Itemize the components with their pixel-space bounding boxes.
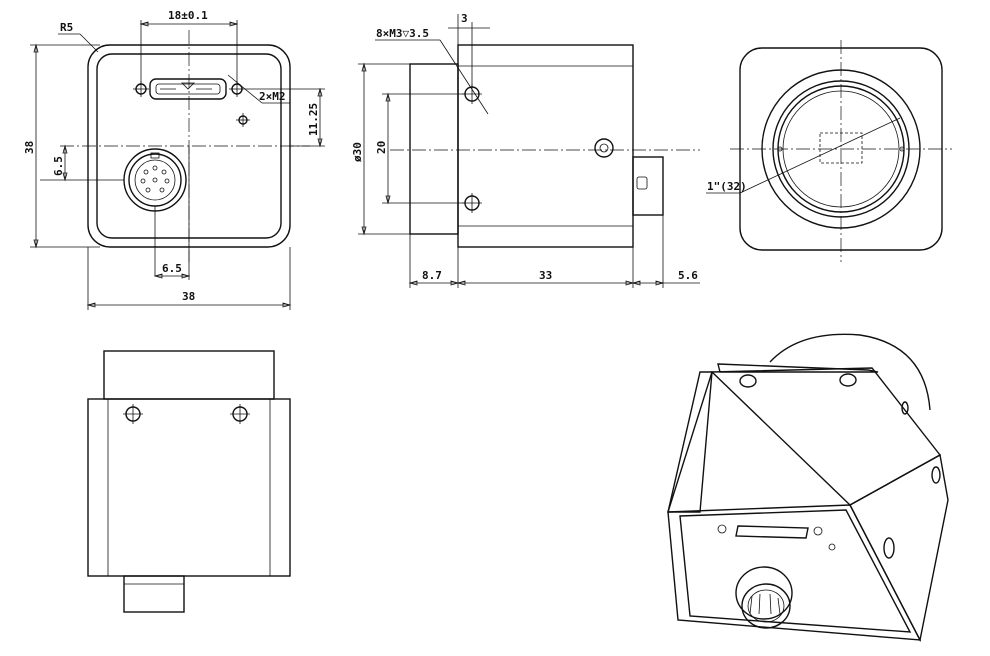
iso-usb-port (735, 525, 809, 539)
dim-hole-pitch: 20 (375, 141, 388, 154)
dim-connector-length: 5.6 (678, 269, 698, 282)
isometric-view (667, 333, 949, 643)
side-body (457, 44, 634, 248)
top-body (87, 398, 291, 577)
top-hole-left (123, 404, 143, 424)
side-view: 3 8×M3▽3.5 ø30 20 8.7 33 5.6 (351, 12, 700, 288)
top-view (87, 350, 291, 613)
dim-sensor-format: 1"(32) (707, 180, 747, 193)
top-flange (103, 350, 275, 400)
front-view: 1"(32) (706, 40, 952, 262)
usb-port (149, 78, 227, 100)
top-connector (123, 575, 185, 613)
usb-logo-mark (181, 82, 195, 90)
top-hole-right (230, 404, 250, 424)
iso-lens-barrel (769, 333, 931, 411)
dim-top-holes: 8×M3▽3.5 (376, 27, 429, 40)
iso-front-face (667, 504, 922, 641)
dim-front-height: 38 (23, 141, 36, 154)
iso-top-hole-left (739, 374, 757, 388)
dim-corner-radius: R5 (60, 21, 73, 34)
iso-top-face (710, 367, 942, 506)
dim-hole-spacing: 18±0.1 (168, 9, 208, 22)
dim-front-width: 38 (182, 290, 195, 303)
dim-connector-v-offset: 6.5 (52, 156, 65, 176)
iso-right-face (849, 453, 949, 643)
dim-connector-h-offset: 6.5 (162, 262, 182, 275)
iso-top-hole-right (839, 373, 857, 387)
dim-body-length: 33 (539, 269, 552, 282)
iso-side-screw (883, 537, 895, 559)
back-mount-hole-small (236, 113, 250, 127)
dim-mount-holes: 2×M2 (259, 90, 286, 103)
dim-hole-edge: 3 (461, 12, 468, 25)
dim-hole-offset: 11.25 (307, 103, 320, 136)
dim-body-diameter: ø30 (351, 142, 364, 162)
side-screw (594, 138, 614, 158)
circular-connector (123, 148, 187, 212)
dim-flange-length: 8.7 (422, 269, 442, 282)
side-connector (632, 156, 664, 216)
lens-flange (409, 63, 459, 235)
usb-port-inner (155, 83, 221, 95)
iso-circular-connector (735, 566, 793, 629)
back-view: 18±0.1 R5 2×M2 11.25 38 6.5 6.5 (23, 9, 325, 310)
